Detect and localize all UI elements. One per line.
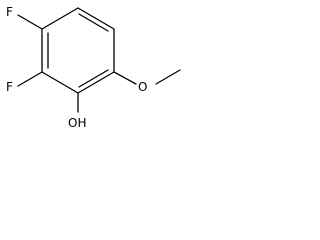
bond-c-f-top (17, 14, 43, 30)
bond-o-methyl (155, 69, 181, 85)
ring-bond-2 (77, 7, 115, 30)
benzene-ring (41, 7, 115, 94)
bond-c-o-methoxy (113, 71, 137, 85)
ring-double-bond-2 (78, 69, 109, 88)
ring-bond-1 (41, 7, 79, 30)
fluorine-left-label: F (6, 80, 13, 94)
chemical-structure: F F OH O (6, 5, 181, 130)
ring-double-bond-1 (78, 13, 109, 32)
ring-bond-4 (77, 71, 115, 94)
ring-bond-5 (41, 71, 79, 94)
hydroxyl-label: OH (68, 116, 86, 130)
fluorine-top-label: F (6, 5, 13, 19)
bond-c-f-left (17, 71, 43, 87)
methoxy-oxygen-label: O (138, 80, 147, 94)
